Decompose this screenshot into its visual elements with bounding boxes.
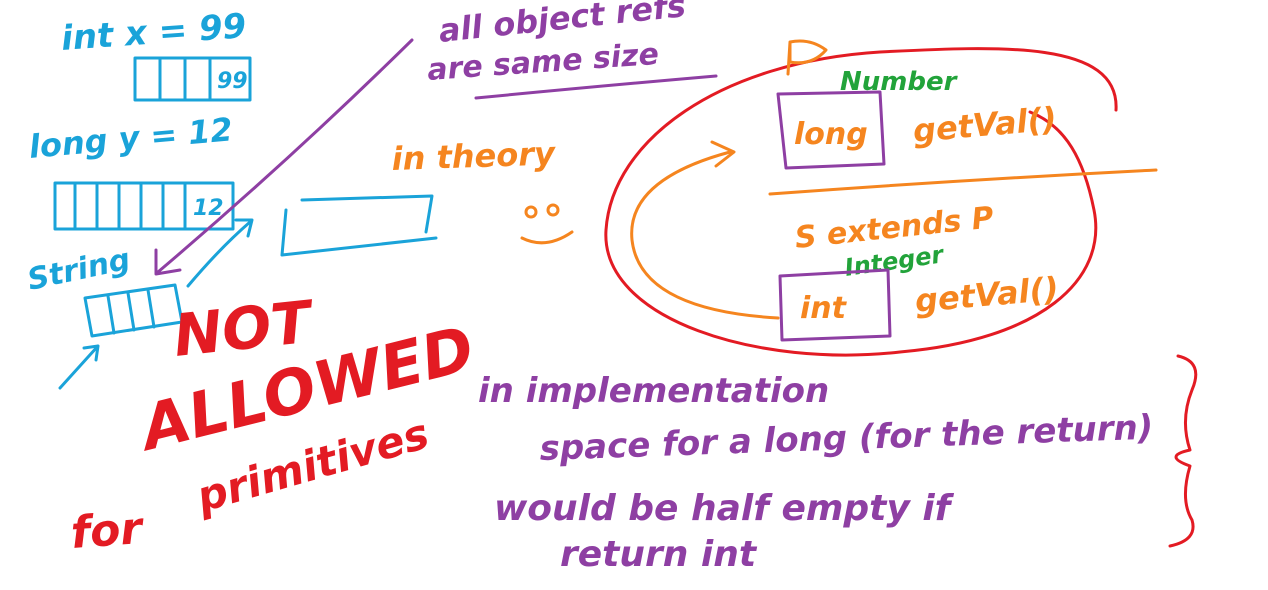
heap-object-box (280, 194, 438, 257)
long-field-label: long (794, 117, 868, 152)
object-refs-arrow-icon (154, 38, 414, 276)
long-cell-value: 12 (193, 196, 224, 221)
override-loop-arrow-icon (630, 140, 780, 320)
long-declaration: long y = 12 (27, 110, 234, 166)
impl-line-4: return int (560, 534, 758, 575)
for-text: for (69, 503, 146, 559)
parent-class-p-marker (786, 39, 828, 76)
getval-top-label: getVal() (911, 100, 1058, 150)
long-field-box (776, 90, 886, 170)
red-brace-icon (1168, 354, 1198, 548)
int-field-label: int (800, 291, 848, 326)
int-memory-cells: 99 (133, 56, 252, 102)
string-memory-cells (83, 283, 184, 338)
long-variable-group: long y = 12 12 (27, 110, 235, 231)
string-label: String (24, 242, 133, 298)
class-diagram-group: Number long getVal() S extends P Integer… (604, 39, 1158, 357)
object-refs-underline (474, 74, 718, 100)
class-divider-line (768, 168, 1158, 196)
smiley-icon (520, 203, 574, 245)
int-cell-value: 99 (217, 69, 248, 94)
in-theory-text: in theory (391, 134, 557, 178)
impl-line-2: space for a long (for the return) (539, 408, 1154, 469)
int-field-box (778, 268, 892, 342)
impl-line-1: in implementation (478, 371, 829, 411)
impl-line-3: would be half empty if (494, 488, 955, 529)
reference-arrow-icon (186, 218, 254, 288)
int-declaration: int x = 99 (60, 6, 248, 59)
class-diagram-ellipse (604, 47, 1118, 357)
long-memory-cells: 12 (53, 181, 235, 231)
int-variable-group: int x = 99 99 (60, 6, 252, 102)
not-text: NOT (170, 287, 318, 369)
in-theory-note: in theory (391, 134, 574, 245)
implementation-note: in implementation space for a long (for … (478, 371, 1154, 575)
pointer-arrow-icon (58, 344, 100, 390)
